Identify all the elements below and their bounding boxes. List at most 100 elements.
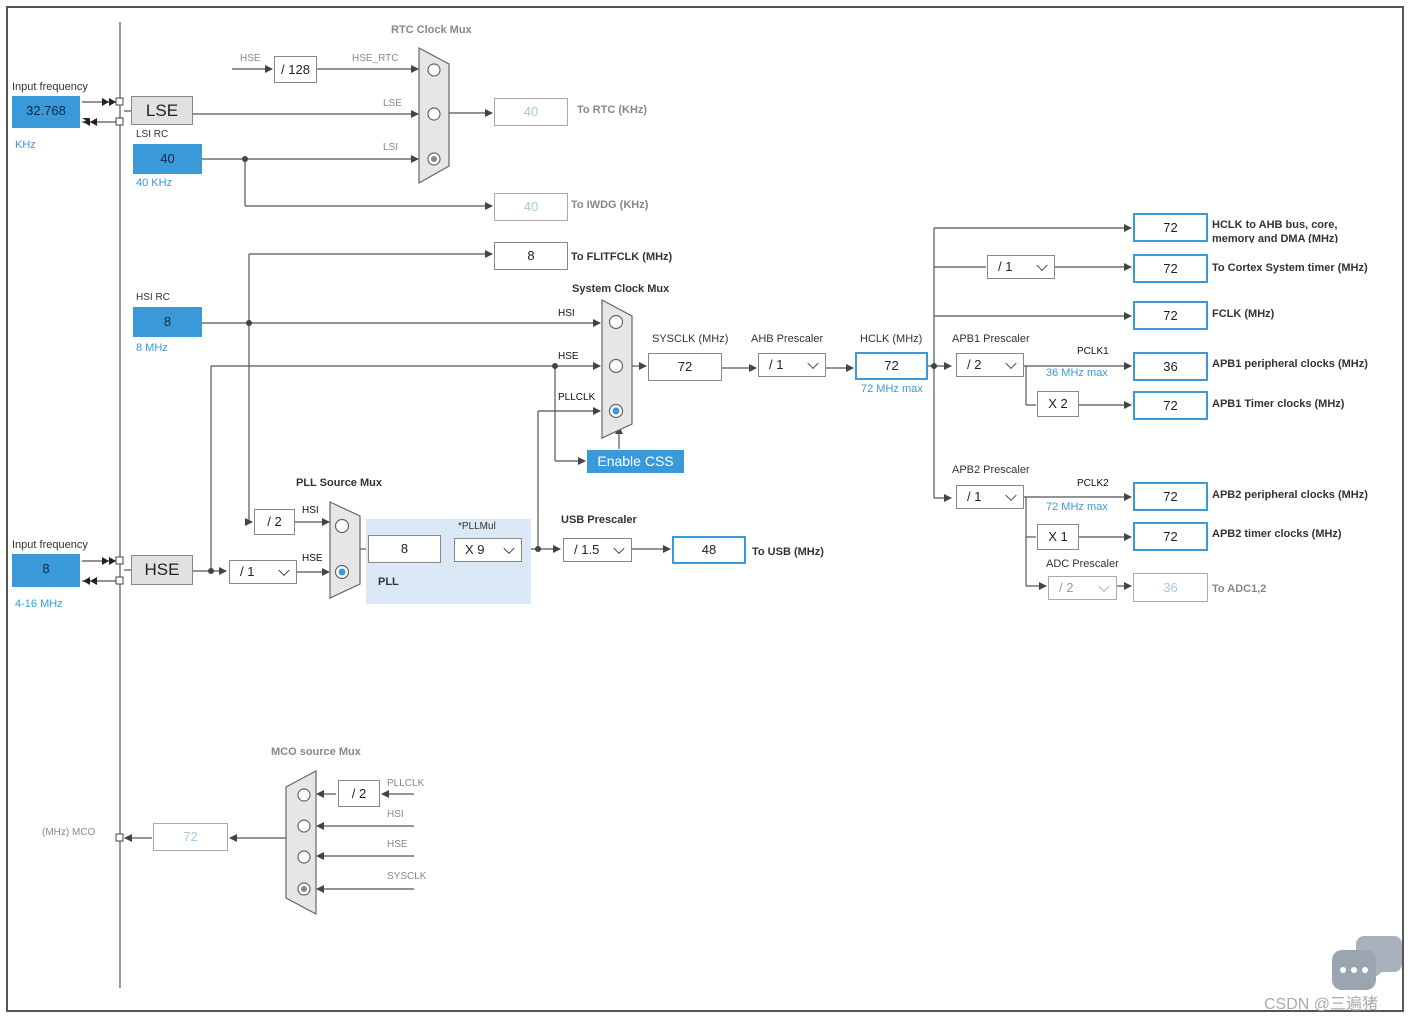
- chevron-down-icon: [1005, 489, 1017, 502]
- sysclk-value[interactable]: 72: [648, 353, 722, 381]
- sys-mux-hsi-label: HSI: [558, 308, 575, 319]
- ahb-prescaler-select[interactable]: / 1: [758, 353, 826, 377]
- pll-src-hse-label: HSE: [302, 553, 323, 564]
- usb-output-label: To USB (MHz): [752, 546, 824, 558]
- pll-source-mux[interactable]: [330, 502, 360, 598]
- cortex-timer-value[interactable]: 72: [1133, 254, 1208, 283]
- hclk-ahb-label: HCLK to AHB bus, core, memory and DMA (M…: [1212, 219, 1339, 243]
- pll-source-mux-title: PLL Source Mux: [296, 477, 382, 489]
- hse-block: HSE: [131, 555, 193, 585]
- apb1-periph-label: APB1 peripheral clocks (MHz): [1212, 358, 1368, 370]
- pll-src-hsi-label: HSI: [302, 505, 319, 516]
- rtc-lsi-label: LSI: [383, 142, 399, 153]
- hsi-unit: 8 MHz: [136, 342, 168, 354]
- sys-mux-title: System Clock Mux: [572, 283, 670, 295]
- lse-input-unit: KHz: [15, 139, 36, 151]
- adc-output-value: 36: [1133, 573, 1208, 602]
- rtc-lse-label: LSE: [383, 98, 402, 109]
- hse-div128: / 128: [274, 56, 317, 83]
- rtc-mux-title: RTC Clock Mux: [391, 24, 472, 36]
- apb1-periph-value[interactable]: 36: [1133, 352, 1208, 381]
- apb2-timer-mul: X 1: [1037, 524, 1079, 550]
- hse-input-field[interactable]: 8: [12, 554, 80, 587]
- mco-hsi-label: HSI: [387, 809, 404, 820]
- apb1-timer-mul: X 2: [1037, 391, 1079, 417]
- rtc-hse-label: HSE: [240, 53, 261, 64]
- system-clock-mux[interactable]: [602, 300, 632, 438]
- cortex-timer-label: To Cortex System timer (MHz): [1212, 262, 1368, 274]
- apb1-prescaler-select[interactable]: / 2: [956, 353, 1024, 377]
- mco-hse-label: HSE: [387, 839, 408, 850]
- lse-input-label: Input frequency: [12, 81, 88, 93]
- cortex-timer-div-select[interactable]: / 1: [987, 255, 1055, 279]
- mco-output-label: (MHz) MCO: [42, 827, 96, 838]
- lse-block: LSE: [131, 96, 193, 125]
- usb-prescaler-label: USB Prescaler: [561, 514, 637, 526]
- sysclk-label: SYSCLK (MHz): [652, 333, 729, 345]
- pll-input-value: 8: [368, 535, 441, 563]
- mco-mux-shape: [285, 770, 317, 915]
- pll-label: PLL: [378, 576, 399, 588]
- lsi-label: LSI RC: [136, 129, 169, 140]
- enable-css-button[interactable]: Enable CSS: [587, 450, 684, 473]
- fclk-label: FCLK (MHz): [1212, 308, 1275, 320]
- apb1-prescaler-label: APB1 Prescaler: [952, 333, 1030, 345]
- chevron-down-icon: [1098, 580, 1110, 593]
- usb-prescaler-select[interactable]: / 1.5: [563, 538, 632, 562]
- iwdg-output-value: 40: [494, 193, 568, 221]
- mco-output-value: 72: [153, 823, 228, 851]
- apb2-timer-label: APB2 timer clocks (MHz): [1212, 528, 1342, 540]
- mco-source-mux[interactable]: [286, 771, 316, 914]
- adc-prescaler-select[interactable]: / 2: [1048, 576, 1117, 600]
- pllmul-select[interactable]: X 9: [454, 538, 522, 562]
- chevron-down-icon: [807, 357, 819, 370]
- pclk2-label: PCLK2: [1077, 478, 1109, 489]
- hclk-ahb-value[interactable]: 72: [1133, 213, 1208, 242]
- mco-sysclk-label: SYSCLK: [387, 871, 427, 882]
- hse-prediv-select[interactable]: / 1: [229, 560, 297, 584]
- usb-output-value[interactable]: 48: [672, 536, 746, 564]
- apb2-periph-label: APB2 peripheral clocks (MHz): [1212, 489, 1368, 501]
- hse-input-label: Input frequency: [12, 539, 88, 551]
- apb1-timer-label: APB1 Timer clocks (MHz): [1212, 398, 1345, 410]
- apb2-periph-value[interactable]: 72: [1133, 482, 1208, 511]
- ahb-prescaler-label: AHB Prescaler: [751, 333, 824, 345]
- iwdg-output-label: To IWDG (KHz): [571, 199, 649, 211]
- mco-pllclk-label: PLLCLK: [387, 778, 425, 789]
- adc-output-label: To ADC1,2: [1212, 583, 1267, 595]
- hsi-value: 8: [133, 307, 202, 337]
- rtc-output-value: 40: [494, 98, 568, 126]
- rtc-output-label: To RTC (KHz): [577, 104, 648, 116]
- hsi-label: HSI RC: [136, 292, 170, 303]
- lsi-unit: 40 KHz: [136, 177, 173, 189]
- sys-mux-hse-label: HSE: [558, 351, 579, 362]
- chat-icon: [1332, 936, 1402, 990]
- sys-mux-pllclk-label: PLLCLK: [558, 392, 596, 403]
- hclk-max-note: 72 MHz max: [861, 383, 923, 395]
- chevron-down-icon: [503, 542, 515, 555]
- pclk1-max-note: 36 MHz max: [1046, 367, 1108, 379]
- fclk-value[interactable]: 72: [1133, 301, 1208, 330]
- flitf-output-value: 8: [494, 242, 568, 270]
- chevron-down-icon: [613, 542, 625, 555]
- hse-input-unit: 4-16 MHz: [15, 598, 63, 610]
- mco-mux-title: MCO source Mux: [271, 746, 361, 758]
- apb2-timer-value[interactable]: 72: [1133, 522, 1208, 551]
- flitf-output-label: To FLITFCLK (MHz): [571, 251, 673, 263]
- chevron-down-icon: [1005, 357, 1017, 370]
- mco-pll-div2: / 2: [338, 780, 380, 807]
- watermark-text: CSDN @三遍猪: [1264, 996, 1379, 1013]
- apb2-prescaler-label: APB2 Prescaler: [952, 464, 1030, 476]
- hclk-label: HCLK (MHz): [860, 333, 923, 345]
- rtc-hse-rtc-label: HSE_RTC: [352, 53, 399, 64]
- lse-input-field[interactable]: 32.768: [12, 96, 80, 128]
- apb1-timer-value[interactable]: 72: [1133, 391, 1208, 420]
- hclk-value[interactable]: 72: [855, 352, 928, 380]
- pllmul-label: *PLLMul: [458, 521, 496, 532]
- apb2-prescaler-select[interactable]: / 1: [956, 485, 1024, 509]
- chevron-down-icon: [1036, 259, 1048, 272]
- adc-prescaler-label: ADC Prescaler: [1046, 558, 1119, 570]
- pclk1-label: PCLK1: [1077, 346, 1109, 357]
- pclk2-max-note: 72 MHz max: [1046, 501, 1108, 513]
